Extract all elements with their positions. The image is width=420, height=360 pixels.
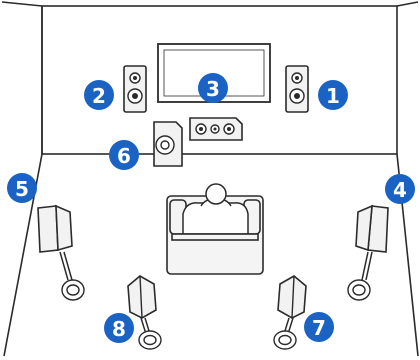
badge-4: 4 bbox=[385, 174, 415, 204]
badge-4-label: 4 bbox=[393, 178, 407, 202]
badge-6: 6 bbox=[109, 140, 139, 170]
badge-1: 1 bbox=[318, 80, 348, 110]
badge-1-label: 1 bbox=[326, 84, 340, 108]
front-left-speaker bbox=[124, 66, 146, 112]
surround-left-speaker bbox=[38, 206, 84, 300]
badge-8: 8 bbox=[104, 313, 134, 343]
surround-back-right-speaker bbox=[274, 276, 306, 349]
badge-5-label: 5 bbox=[15, 177, 29, 201]
badge-7: 7 bbox=[304, 312, 334, 342]
surround-back-left-speaker bbox=[128, 276, 161, 349]
badge-7-label: 7 bbox=[312, 316, 326, 340]
badge-2: 2 bbox=[84, 80, 114, 110]
badge-3-label: 3 bbox=[206, 77, 220, 101]
front-right-speaker bbox=[286, 66, 308, 112]
subwoofer bbox=[154, 122, 182, 166]
center-speaker bbox=[190, 118, 242, 140]
badge-3: 3 bbox=[198, 73, 228, 103]
surround-right-speaker bbox=[348, 206, 388, 300]
badge-6-label: 6 bbox=[117, 144, 131, 168]
badge-5: 5 bbox=[7, 173, 37, 203]
sofa-with-listener bbox=[167, 184, 263, 274]
badge-2-label: 2 bbox=[92, 84, 106, 108]
badge-8-label: 8 bbox=[112, 317, 126, 341]
